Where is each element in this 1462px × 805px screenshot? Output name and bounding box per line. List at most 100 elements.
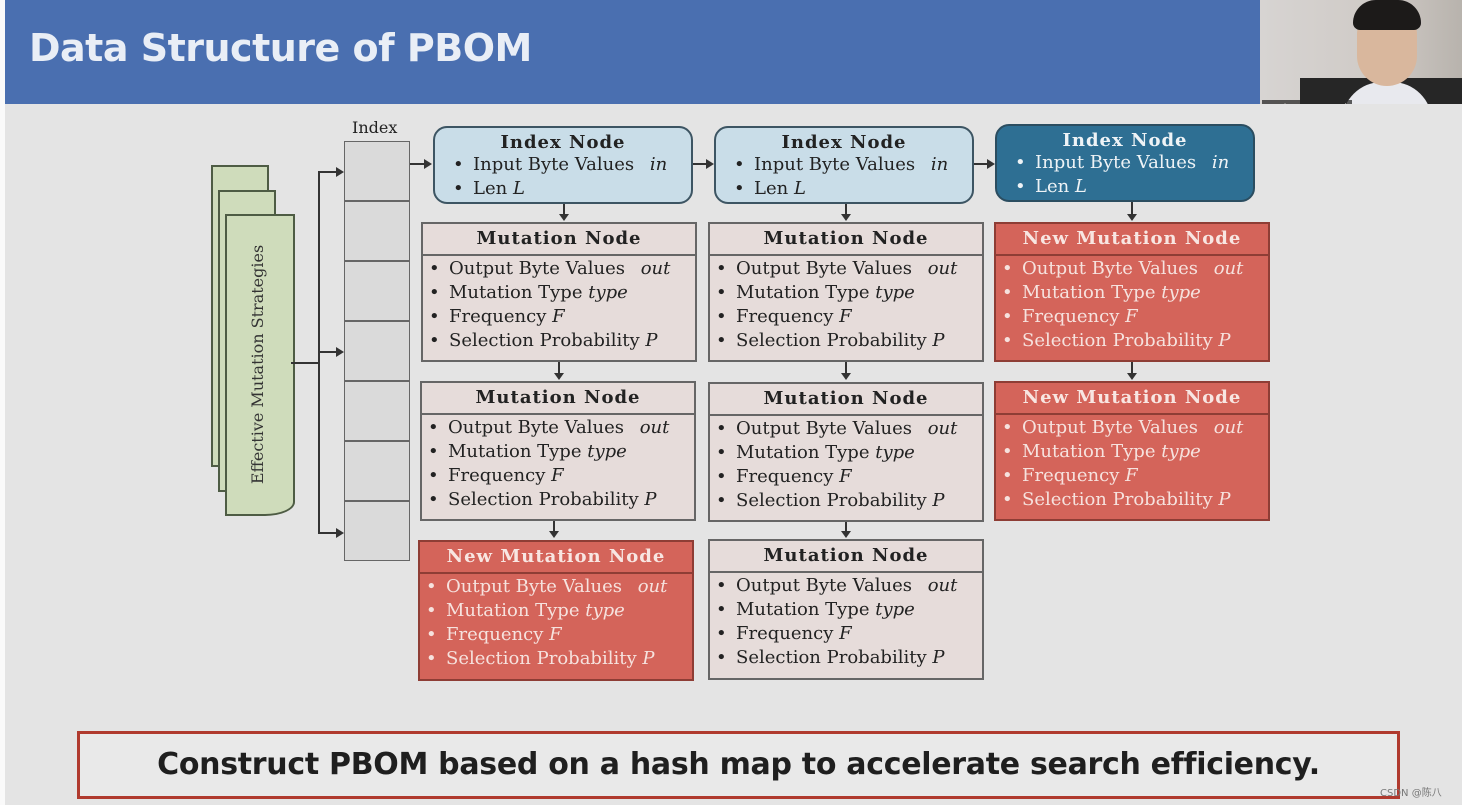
arrowhead (706, 159, 714, 169)
field-label: Selection Probability (449, 330, 640, 351)
new-mutation-node: New Mutation Node •Output Byte Values ou… (994, 222, 1270, 362)
field-label: Output Byte Values (449, 258, 625, 279)
index-cell (344, 141, 410, 201)
field-var: out (927, 575, 958, 596)
field-var: type (875, 442, 915, 463)
field-var: P (642, 648, 655, 669)
field-var: P (932, 647, 945, 668)
connector-line (318, 171, 340, 173)
mutation-node: Mutation Node •Output Byte Values out •M… (708, 382, 984, 522)
field-var: out (637, 576, 668, 597)
connector-line (291, 362, 319, 364)
mutation-node-title: Mutation Node (710, 541, 982, 573)
mutation-node-title: New Mutation Node (996, 224, 1268, 256)
field-label: Frequency (449, 306, 547, 327)
field-label: Mutation Type (736, 599, 870, 620)
index-cell (344, 501, 410, 561)
mutation-node-title: New Mutation Node (996, 383, 1268, 415)
index-node-title: Index Node (1062, 130, 1188, 151)
field-label: Frequency (448, 465, 546, 486)
field-var: L (512, 178, 525, 199)
webcam-overlay[interactable]: meteor puppet (1260, 0, 1462, 120)
new-mutation-node: New Mutation Node •Output Byte Values ou… (418, 540, 694, 681)
arrowhead (554, 373, 564, 380)
watermark: CSDN @陈八 (1380, 788, 1442, 799)
connector-line (410, 163, 426, 165)
index-cell (344, 261, 410, 321)
index-label: Index (352, 118, 398, 137)
field-var: P (1218, 489, 1231, 510)
connector-line (974, 163, 988, 165)
arrowhead (1127, 214, 1137, 221)
field-var: out (927, 418, 958, 439)
field-label: Output Byte Values (736, 418, 912, 439)
field-var: F (839, 623, 852, 644)
arrowhead (841, 531, 851, 538)
field-var: F (549, 624, 562, 645)
field-var: out (1213, 258, 1244, 279)
arrowhead (336, 528, 344, 538)
connector-line (318, 351, 340, 353)
field-label: Mutation Type (1022, 282, 1156, 303)
slide-title: Data Structure of PBOM (29, 26, 532, 70)
connector-line (845, 522, 847, 532)
arrowhead (336, 347, 344, 357)
field-var: type (587, 441, 627, 462)
field-label: Frequency (1022, 465, 1120, 486)
index-node-title: Index Node (781, 132, 907, 153)
field-var: in (649, 154, 668, 175)
field-var: type (875, 599, 915, 620)
mutation-node: Mutation Node •Output Byte Values out •M… (421, 222, 697, 362)
field-var: in (930, 154, 949, 175)
field-label: Frequency (736, 623, 834, 644)
field-label: Len (473, 178, 508, 199)
field-label: Len (754, 178, 789, 199)
field-var: F (839, 306, 852, 327)
field-label: Output Byte Values (1022, 417, 1198, 438)
field-var: P (932, 490, 945, 511)
arrowhead (987, 159, 995, 169)
strategy-sheet-front (225, 214, 295, 516)
mutation-node-title: Mutation Node (710, 224, 982, 256)
arrowhead (559, 214, 569, 221)
field-var: F (1125, 306, 1138, 327)
field-label: Mutation Type (1022, 441, 1156, 462)
connector-line (1131, 202, 1133, 215)
caption-box: Construct PBOM based on a hash map to ac… (77, 731, 1400, 799)
field-var: F (1125, 465, 1138, 486)
participant-hair (1353, 0, 1421, 30)
connector-line (558, 362, 560, 374)
connector-line (845, 204, 847, 216)
connector-line (318, 532, 340, 534)
field-label: Output Byte Values (736, 258, 912, 279)
mutation-node-title: Mutation Node (423, 224, 695, 256)
field-label: Input Byte Values (754, 154, 916, 175)
field-label: Output Byte Values (736, 575, 912, 596)
mutation-node: Mutation Node •Output Byte Values out •M… (708, 539, 984, 680)
left-edge (0, 0, 5, 805)
field-label: Mutation Type (449, 282, 583, 303)
arrowhead (549, 531, 559, 538)
field-label: Selection Probability (736, 490, 927, 511)
field-var: type (588, 282, 628, 303)
field-label: Output Byte Values (1022, 258, 1198, 279)
arrowhead (841, 373, 851, 380)
field-label: Input Byte Values (1035, 152, 1197, 173)
field-label: Mutation Type (736, 282, 870, 303)
field-label: Selection Probability (736, 647, 927, 668)
mutation-node-title: Mutation Node (710, 384, 982, 416)
field-var: in (1211, 152, 1230, 173)
arrowhead (841, 214, 851, 221)
index-node-title: Index Node (500, 132, 626, 153)
field-var: F (839, 466, 852, 487)
field-var: type (585, 600, 625, 621)
field-label: Selection Probability (448, 489, 639, 510)
arrowhead (336, 167, 344, 177)
field-var: L (1074, 176, 1087, 197)
slide-header: Data Structure of PBOM (5, 0, 1260, 104)
field-var: P (932, 330, 945, 351)
field-var: P (645, 330, 658, 351)
field-label: Selection Probability (1022, 489, 1213, 510)
field-label: Output Byte Values (448, 417, 624, 438)
field-var: out (639, 417, 670, 438)
